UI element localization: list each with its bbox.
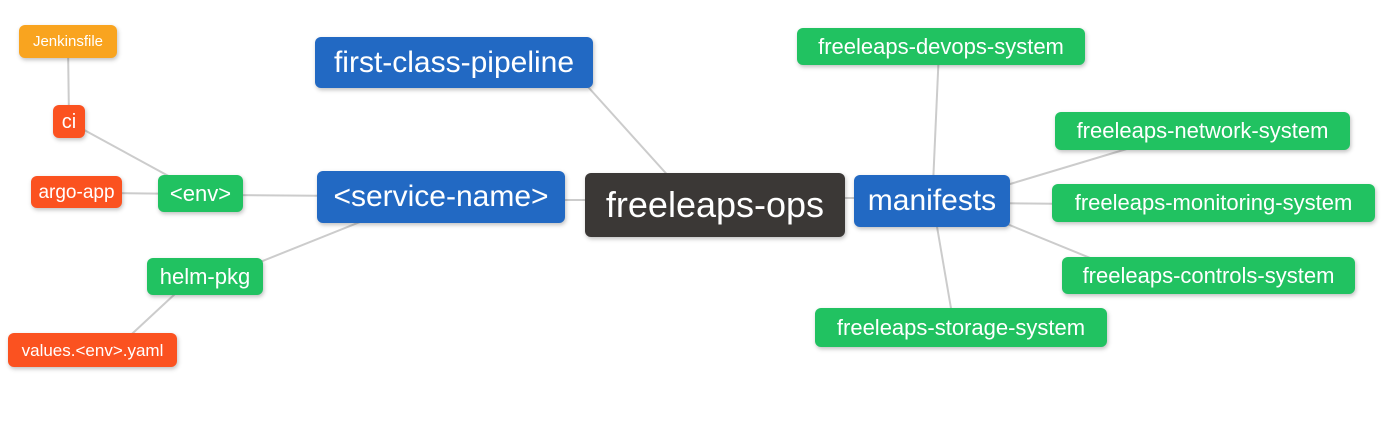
node-env[interactable]: <env>	[158, 175, 243, 212]
edge-first-class-pipeline-to-freeleaps-ops	[579, 77, 673, 181]
edge-manifests-to-storage-system	[934, 214, 954, 321]
node-jenkinsfile[interactable]: Jenkinsfile	[19, 25, 117, 58]
node-values-env-yaml[interactable]: values.<env>.yaml	[8, 333, 177, 367]
node-monitoring-system[interactable]: freeleaps-monitoring-system	[1052, 184, 1375, 222]
node-controls-system[interactable]: freeleaps-controls-system	[1062, 257, 1355, 294]
node-helm-pkg[interactable]: helm-pkg	[147, 258, 263, 295]
node-storage-system[interactable]: freeleaps-storage-system	[815, 308, 1107, 347]
node-argo-app[interactable]: argo-app	[31, 176, 122, 208]
node-devops-system[interactable]: freeleaps-devops-system	[797, 28, 1085, 65]
node-freeleaps-ops[interactable]: freeleaps-ops	[585, 173, 845, 237]
node-service-name[interactable]: <service-name>	[317, 171, 565, 223]
node-network-system[interactable]: freeleaps-network-system	[1055, 112, 1350, 150]
node-manifests[interactable]: manifests	[854, 175, 1010, 227]
edge-manifests-to-devops-system	[932, 49, 940, 186]
node-first-class-pipeline[interactable]: first-class-pipeline	[315, 37, 593, 88]
node-ci[interactable]: ci	[53, 105, 85, 138]
